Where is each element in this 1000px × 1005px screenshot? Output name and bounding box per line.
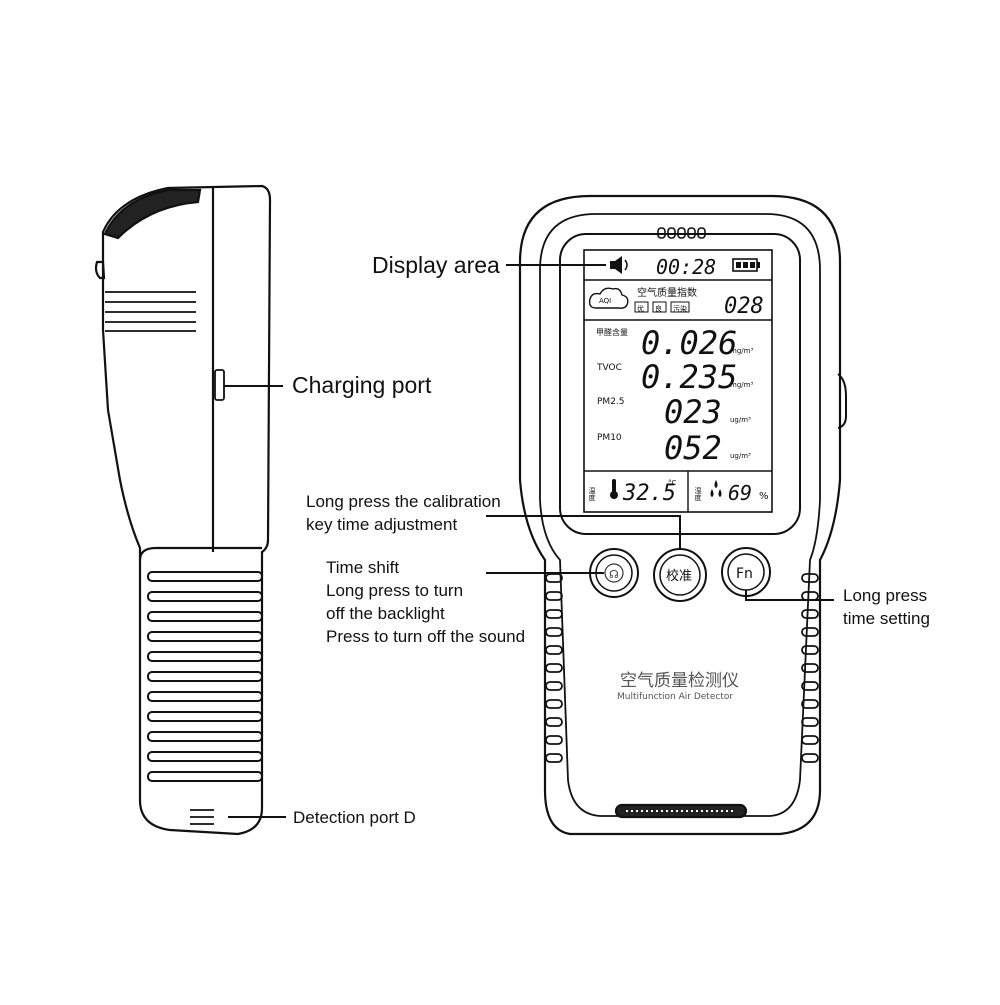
aqi-value: 028: [724, 294, 764, 319]
battery-icon: [732, 258, 760, 272]
product-name-cn: 空气质量检测仪: [620, 671, 739, 691]
fn-button[interactable]: Fn: [721, 547, 771, 597]
temp-unit: °C: [668, 479, 677, 487]
tvoc-label: TVOC: [596, 363, 622, 373]
pm25-label: PM2.5: [597, 397, 625, 407]
callout-calibration: Long press the calibration key time adju…: [306, 490, 501, 536]
tvoc-unit: mg/m³: [730, 381, 753, 389]
calibrate-button-label: 校准: [666, 568, 692, 584]
callout-time-shift-line-1: Time shift: [326, 558, 400, 577]
front-right-ribs: [801, 573, 819, 763]
callout-time-shift-line-4: Press to turn off the sound: [326, 627, 526, 646]
pm10-unit: ug/m³: [730, 452, 751, 460]
leader-lines: [224, 264, 834, 818]
temp-label: 温度: [588, 486, 596, 502]
hcho-value: 0.026: [641, 324, 737, 362]
pm25-value: 023: [664, 393, 722, 431]
humidity-value: 69: [728, 481, 752, 505]
aqi-tag-3: 污染: [673, 304, 687, 313]
lcd-screen: 00:28 AQI 空气质量指数 优 良 污染 028 甲醛含量 0.026 m…: [559, 233, 801, 535]
fn-button-label: Fn: [736, 566, 753, 582]
side-grille: [147, 571, 263, 782]
lcd-clock: 00:28: [656, 255, 716, 279]
callout-display-area: Display area: [372, 252, 500, 278]
side-upper-vents: [105, 291, 196, 332]
sound-button-label: ☊: [609, 568, 619, 581]
product-name-en: Multifunction Air Detector: [617, 692, 733, 702]
speaker-icon: [610, 256, 628, 274]
callout-calibration-line-2: key time adjustment: [306, 515, 458, 534]
tvoc-value: 0.235: [641, 358, 737, 396]
hcho-unit: mg/m³: [730, 347, 753, 355]
droplet-icon: [710, 480, 722, 497]
aqi-tag-1: 优: [637, 304, 644, 313]
humidity-label: 湿度: [694, 486, 702, 502]
aqi-badge: AQI: [599, 297, 611, 305]
thermometer-icon: [610, 479, 618, 499]
leader-calibration: [486, 515, 681, 548]
callout-time-setting-line-1: Long press: [843, 586, 928, 605]
hcho-label: 甲醛含量: [596, 327, 628, 337]
callout-calibration-line-1: Long press the calibration: [306, 492, 501, 511]
leader-time-setting: [745, 590, 834, 601]
aqi-title: 空气质量指数: [637, 286, 697, 299]
humidity-unit: %: [759, 491, 769, 502]
charging-port: [214, 369, 225, 401]
callout-time-shift-line-3: off the backlight: [326, 604, 445, 623]
callout-time-shift-line-2: Long press to turn: [326, 581, 464, 600]
aqi-tag-2: 良: [655, 304, 662, 313]
pm10-value: 052: [664, 429, 722, 467]
callout-time-setting: Long press time setting: [843, 584, 930, 630]
temp-value: 32.5: [622, 481, 676, 506]
calibrate-button[interactable]: 校准: [653, 548, 707, 602]
callout-detection-port: Detection port D: [293, 808, 416, 827]
cloud-icon: [588, 287, 629, 309]
pm25-unit: ug/m³: [730, 416, 751, 424]
callout-time-setting-line-2: time setting: [843, 609, 930, 628]
front-view: [518, 194, 847, 836]
callout-charging-port: Charging port: [292, 372, 432, 398]
callout-time-shift: Time shift Long press to turn off the ba…: [326, 556, 525, 648]
pm10-label: PM10: [597, 433, 622, 443]
detection-port: [190, 809, 214, 825]
front-left-ribs: [545, 573, 563, 763]
side-view: [94, 184, 272, 836]
